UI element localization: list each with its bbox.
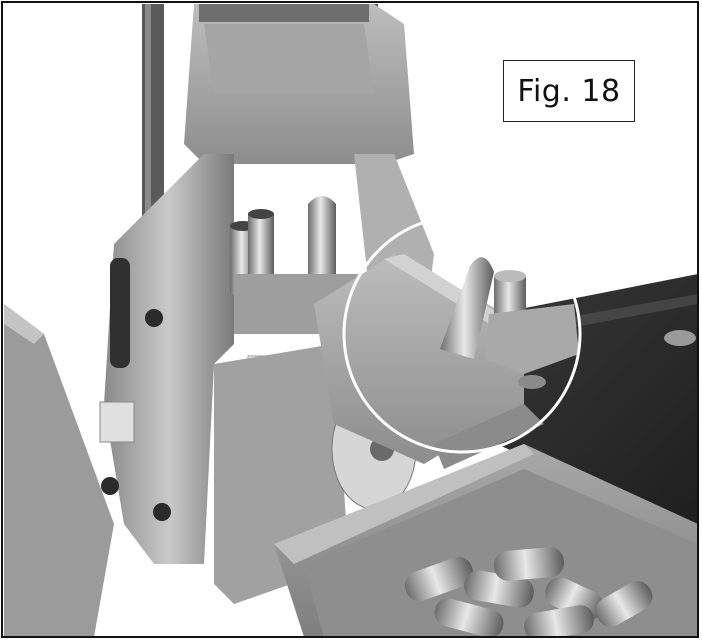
bolt-2 (518, 375, 546, 389)
callout-circle (342, 214, 582, 454)
bullet-on-plate (308, 196, 336, 284)
tower-body (104, 154, 234, 564)
bolt-1 (494, 274, 526, 319)
slot-left (110, 258, 130, 368)
bullet-in-tray (440, 257, 494, 359)
frame-arm-left (4, 304, 114, 637)
bin-bullets (404, 547, 653, 637)
case-2 (248, 212, 274, 282)
white-tab (99, 401, 135, 443)
figure-label: Fig. 18 (503, 60, 635, 122)
bolt-3 (664, 330, 696, 346)
bracket-plate (484, 304, 579, 374)
